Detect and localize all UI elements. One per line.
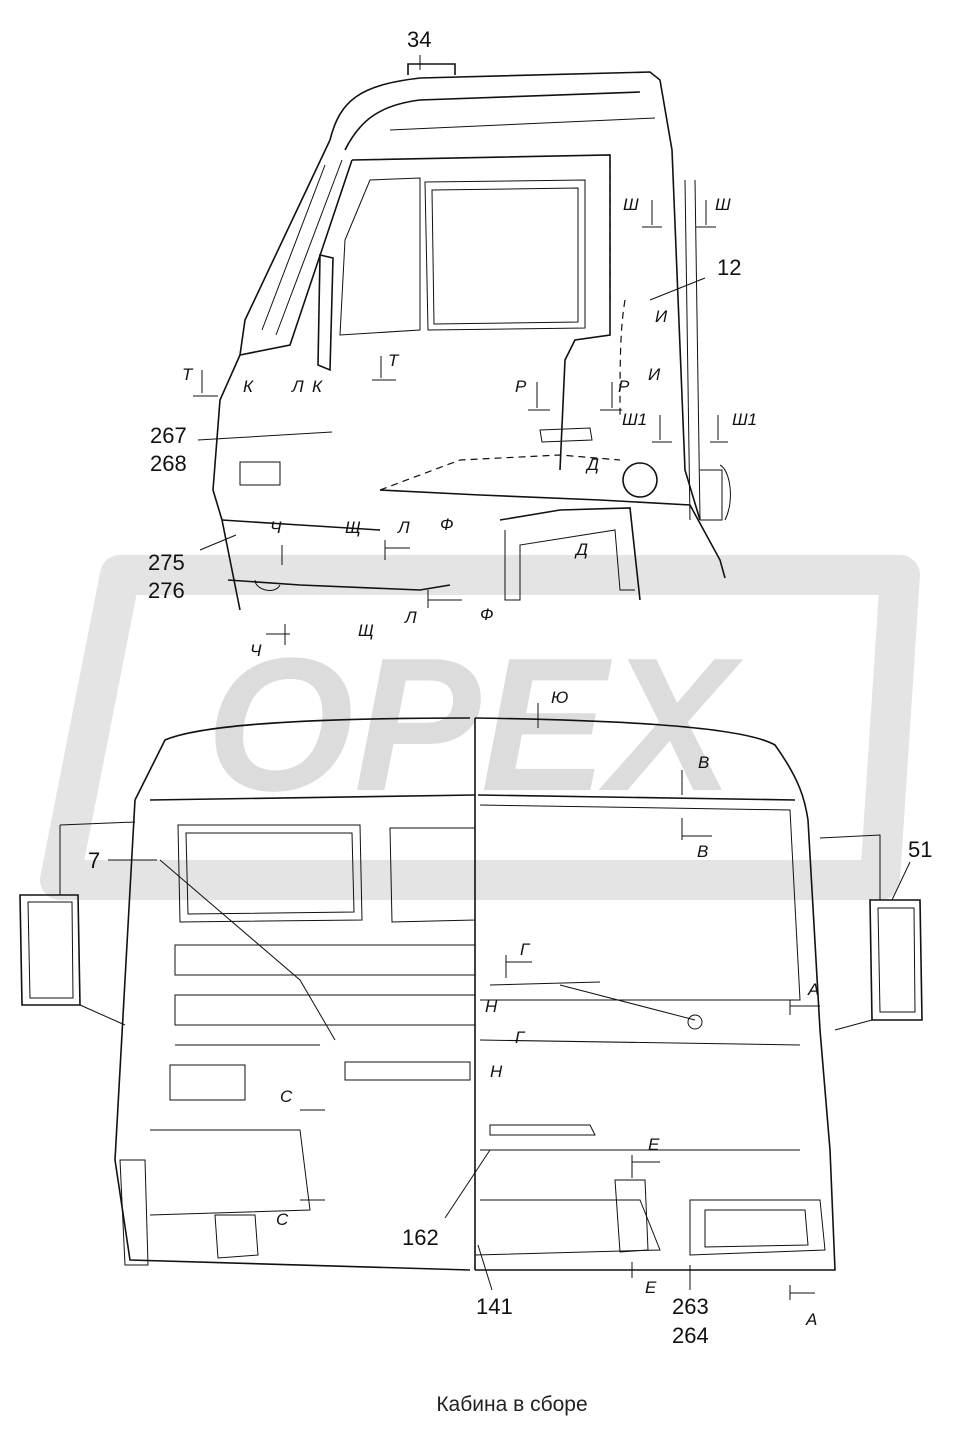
callout-275: 275 [148,550,185,575]
callout-34: 34 [407,27,431,52]
section-mark-s-2: С [276,1210,289,1229]
callout-162: 162 [402,1225,439,1250]
leader-lines [108,55,911,1291]
section-mark-l-top: Л [291,377,304,396]
cabin-front-view [19,717,923,1271]
section-mark-e-1: Е [648,1135,660,1154]
section-mark-f-2: Ф [480,605,494,624]
section-mark-d-2: Д [574,540,588,559]
callout-12: 12 [717,255,741,280]
section-marks: Т Т К К Л Р Р Ш Ш Ш1 Ш1 И И Д Д Ч Ч Щ Щ … [182,195,819,1329]
section-mark-t-1: Т [182,365,194,384]
section-mark-i-1: И [655,307,668,326]
callout-141: 141 [476,1294,513,1319]
section-mark-g-1: Г [520,940,531,959]
section-mark-t-2: Т [388,351,400,370]
section-arrows [193,200,820,1300]
section-mark-ch-2: Ч [250,641,262,660]
section-mark-n-2: Н [490,1062,503,1081]
section-mark-a-1: А [807,980,819,999]
callout-263: 263 [672,1294,709,1319]
section-mark-yu: Ю [551,688,568,707]
section-mark-k-1: К [243,377,254,396]
callout-7: 7 [88,848,100,873]
section-mark-k-2: К [312,377,323,396]
section-mark-shch-2: Щ [358,621,374,640]
section-mark-l-1: Л [397,518,410,537]
callout-267: 267 [150,423,187,448]
section-mark-ch-1: Ч [270,518,282,537]
callout-268: 268 [150,451,187,476]
section-mark-l-2: Л [404,608,417,627]
section-mark-sh-1: Ш [623,195,639,214]
section-mark-v-2: В [697,842,708,861]
section-mark-s-1: С [280,1087,293,1106]
section-mark-r-1: Р [515,377,527,396]
callout-276: 276 [148,578,185,603]
callout-264: 264 [672,1323,709,1348]
section-mark-sh1-b: Ш1 [732,410,757,429]
section-mark-r-2: Р [618,377,630,396]
section-mark-n-1: Н [485,997,498,1016]
cabin-side-view [212,63,731,611]
section-mark-sh1-a: Ш1 [622,410,647,429]
section-mark-i-2: И [648,365,661,384]
callout-51: 51 [908,837,932,862]
drawing-caption: Кабина в сборе [436,1393,587,1416]
section-mark-shch-1: Щ [345,518,361,537]
section-mark-d-1: Д [585,455,599,474]
section-mark-g-2: Г [515,1028,526,1047]
section-mark-f-1: Ф [440,515,454,534]
callouts: 34 12 267 268 275 276 7 51 162 141 263 2… [88,27,932,1348]
section-mark-e-2: Е [645,1278,657,1297]
section-mark-v-1: В [698,753,709,772]
section-mark-sh-2: Ш [715,195,731,214]
section-mark-a-2: А [805,1310,817,1329]
